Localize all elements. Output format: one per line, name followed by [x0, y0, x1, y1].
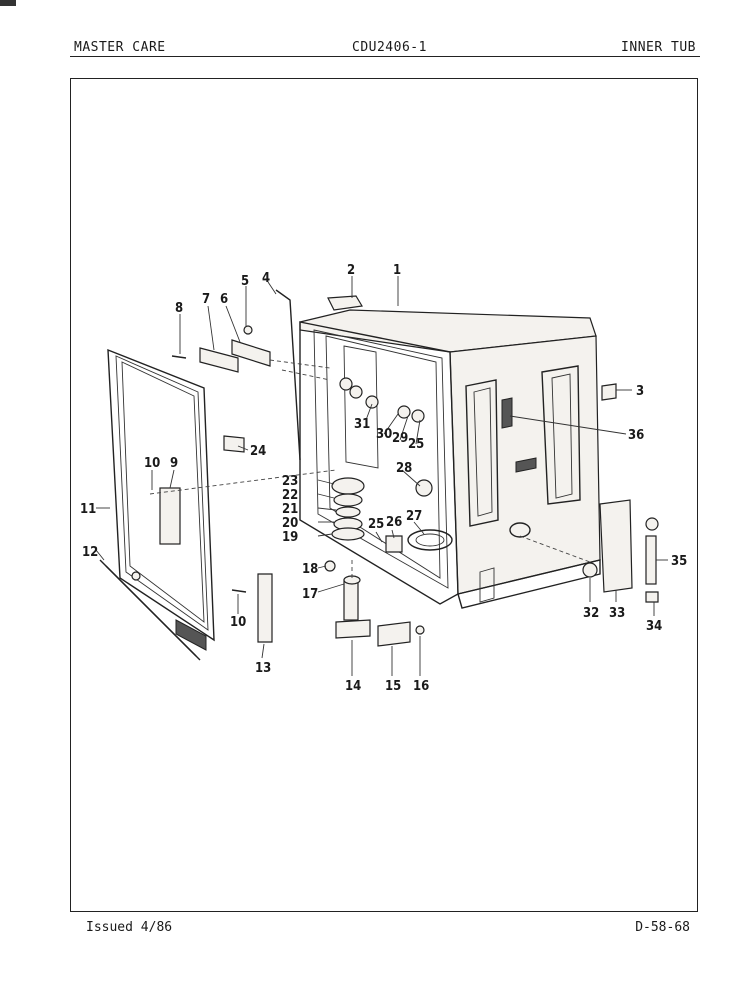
callout-19: 19: [282, 530, 298, 545]
washer-32: [582, 562, 598, 578]
callout-30: 30: [376, 427, 392, 442]
callout-24: 24: [250, 444, 266, 459]
callout-25-upper: 25: [408, 437, 424, 452]
bracket-15: [377, 621, 411, 647]
callout-34: 34: [646, 619, 662, 634]
screw-10-lower: [231, 589, 247, 593]
door-panel: [99, 348, 215, 661]
screw-16: [415, 625, 425, 635]
callout-6: 6: [220, 292, 228, 307]
footer-issue-date: Issued 4/86: [86, 920, 173, 935]
clip-24: [223, 435, 245, 453]
callout-20: 20: [282, 516, 298, 531]
screw-5: [243, 325, 253, 335]
callout-31: 31: [354, 417, 370, 432]
callout-11: 11: [80, 502, 96, 517]
callout-15: 15: [385, 679, 401, 694]
leader-lines: [95, 276, 668, 676]
vent-2: [327, 295, 363, 311]
callout-10-lower: 10: [230, 615, 246, 630]
callout-23: 23: [282, 474, 298, 489]
drain-parts: [324, 560, 371, 639]
callout-32: 32: [583, 606, 599, 621]
bracket-26: [385, 535, 403, 553]
header-brand: MASTER CARE: [74, 40, 166, 55]
latch-13: [257, 573, 273, 643]
callout-21: 21: [282, 502, 298, 517]
callout-3: 3: [636, 384, 644, 399]
header-model-number: CDU2406-1: [352, 40, 427, 55]
bracket-33: [599, 499, 633, 593]
inner-tub: [299, 309, 601, 609]
hinge-bracket-7: [199, 347, 239, 373]
callout-2: 2: [347, 263, 355, 278]
callout-29: 29: [392, 431, 408, 446]
callout-5: 5: [241, 274, 249, 289]
header-rule: [70, 56, 700, 57]
hose-35: [645, 517, 659, 603]
callout-26: 26: [386, 515, 402, 530]
spray-arm-hub-assembly: [331, 477, 433, 541]
callout-1: 1: [393, 263, 401, 278]
inlet-fittings: [339, 377, 425, 423]
callout-14: 14: [345, 679, 361, 694]
callout-4: 4: [262, 271, 270, 286]
callout-10-upper: 10: [144, 456, 160, 471]
callout-9: 9: [170, 456, 178, 471]
callout-33: 33: [609, 606, 625, 621]
callout-35: 35: [671, 554, 687, 569]
callout-22: 22: [282, 488, 298, 503]
callout-36: 36: [628, 428, 644, 443]
diagram-frame: [70, 78, 698, 912]
footer-page-code: D-58-68: [635, 920, 690, 935]
gasket-4: [275, 289, 301, 461]
callout-18: 18: [302, 562, 318, 577]
scan-corner-mark: [0, 0, 16, 6]
callout-25-lower: 25: [368, 517, 384, 532]
callout-16: 16: [413, 679, 429, 694]
callout-12: 12: [82, 545, 98, 560]
screw-8: [171, 355, 187, 359]
callout-17: 17: [302, 587, 318, 602]
callout-numbers: 1 2 3 4 5 6 7 8 9 10 10 11 12 13 14 15 1…: [80, 263, 687, 694]
clip-3: [601, 383, 617, 401]
hinge-bracket-6: [231, 339, 271, 367]
callout-8: 8: [175, 301, 183, 316]
callout-27: 27: [406, 509, 422, 524]
header-section-title: INNER TUB: [621, 40, 696, 55]
callout-28: 28: [396, 461, 412, 476]
callout-13: 13: [255, 661, 271, 676]
callout-7: 7: [202, 292, 210, 307]
door-latch-strike: [159, 487, 181, 545]
